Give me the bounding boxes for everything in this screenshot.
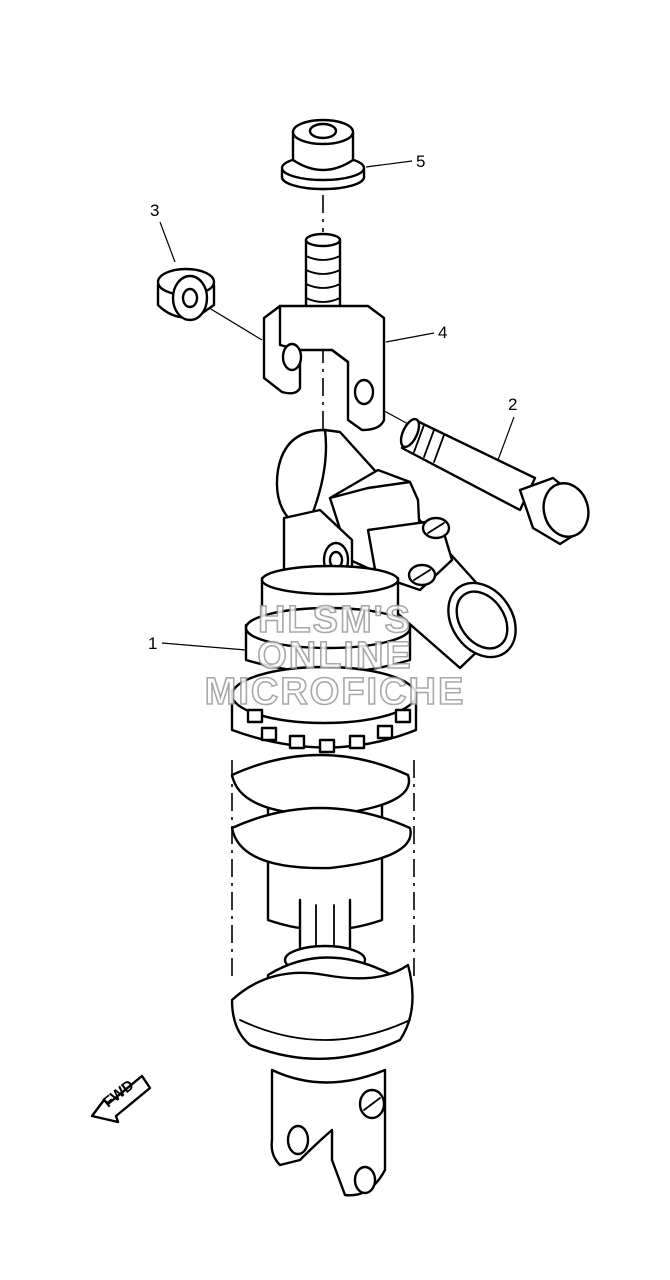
leader-5 [365,160,413,168]
callout-3: 3 [150,201,159,220]
callout-2: 2 [508,395,517,414]
leader-2 [497,416,515,461]
castle-nut-notches [246,708,412,754]
leader-3 [159,221,176,263]
forward-direction-arrow: FWD [90,1074,152,1124]
watermark-line-1: HLSM'S [258,599,412,641]
callout-1: 1 [148,634,157,653]
leader-1 [161,642,247,651]
leader-4 [385,332,435,343]
lower-clevis [270,1068,387,1197]
coil-spring [230,753,415,980]
spring-preload-assembly [230,564,418,754]
nut-3 [156,267,216,322]
nut-5 [280,118,366,191]
callout-4: 4 [438,323,447,342]
callout-5: 5 [416,152,425,171]
watermark-line-3: MICROFICHE [205,671,466,713]
watermark-line-2: ONLINE [257,635,413,677]
lower-spring-seat [230,944,414,1061]
bracket-4 [262,304,386,432]
bolt-2 [399,417,590,546]
watermark: HLSM'S ONLINE MICROFICHE [204,598,466,714]
